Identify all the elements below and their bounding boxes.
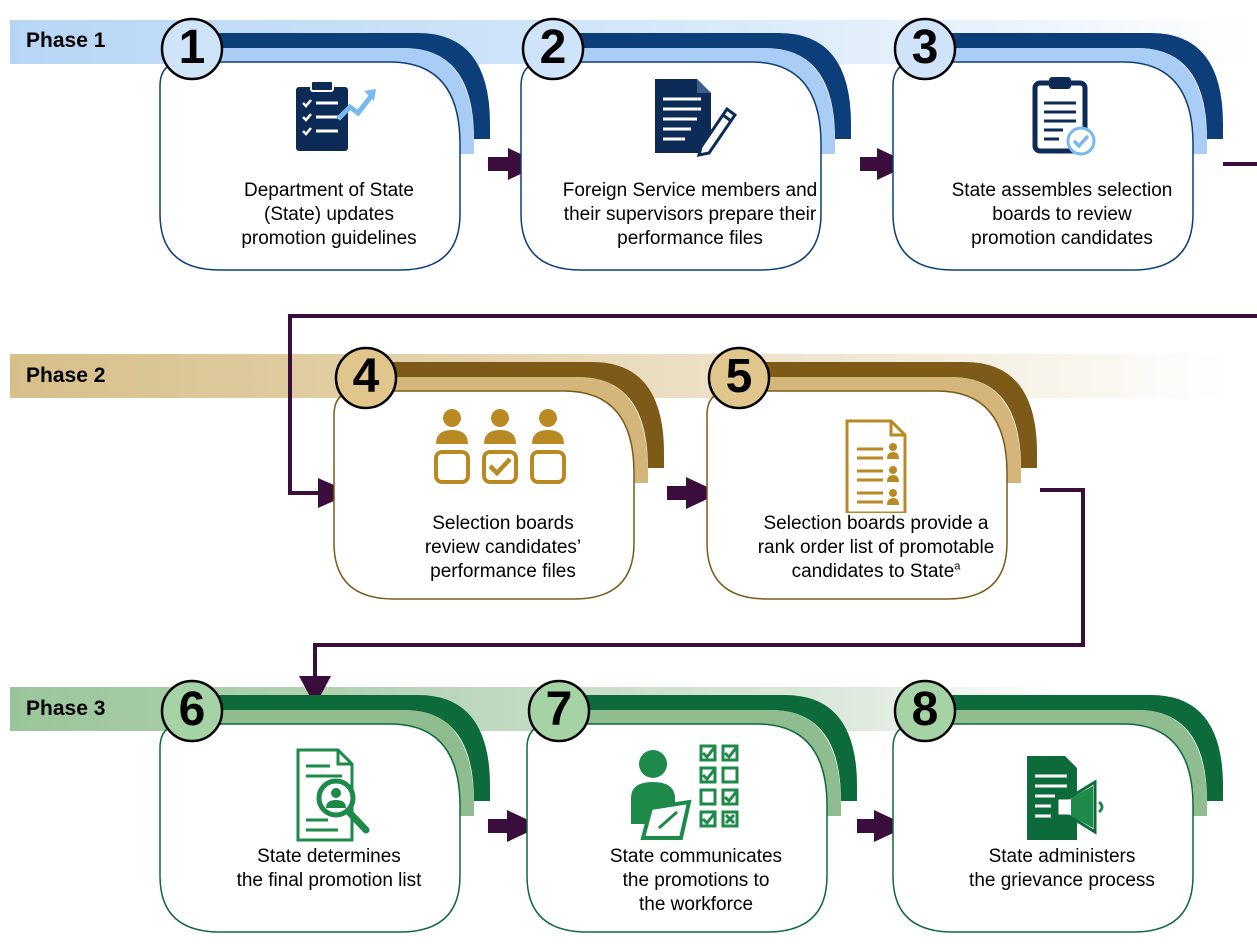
footnote-marker: a	[954, 560, 961, 573]
phase-2-label: Phase 2	[26, 364, 106, 387]
step-1-number: 1	[178, 21, 206, 74]
step-8-number: 8	[911, 683, 939, 736]
step-6-card: 6 State determines the final promotion l…	[159, 666, 498, 933]
step-5-number: 5	[725, 350, 753, 403]
document-megaphone-icon	[1027, 756, 1104, 840]
step-5-description: Selection boards provide a rank order li…	[757, 513, 995, 582]
connector-5-to-6	[299, 488, 1085, 706]
step-7-number: 7	[545, 683, 573, 736]
step-4-card: 4 Selection boards review candidates’ pe…	[333, 333, 672, 600]
step-2-number: 2	[539, 21, 567, 74]
step-8-card: 8 State administers the grievance proces…	[892, 666, 1231, 933]
document-pen-icon	[655, 79, 738, 157]
step-8-description: State administers the grievance process	[969, 846, 1155, 891]
step-1-card: 1 Department of State (State) updates pr…	[159, 4, 498, 271]
step-4-number: 4	[352, 350, 380, 403]
phase-3-label: Phase 3	[26, 697, 106, 720]
step-3-number: 3	[911, 21, 939, 74]
step-2-card: 2 Foreign Service members and their supe…	[520, 4, 859, 271]
step-7-description: State communicates the promotions to the…	[609, 846, 783, 915]
person-checklist-icon	[631, 744, 739, 840]
ranked-list-icon	[845, 419, 907, 513]
step-6-description: State determines the final promotion lis…	[236, 846, 422, 891]
people-review-icon	[434, 409, 566, 484]
arrow-7-to-8	[857, 810, 908, 842]
step-6-number: 6	[178, 683, 206, 736]
step-5-card: 5 Selection boards provide a rank order …	[706, 333, 1045, 600]
clipboard-check-icon	[1032, 77, 1096, 156]
step-7-card: 7 State communicates the promotions to t…	[526, 666, 865, 933]
step-4-description: Selection boards review candidates’ perf…	[424, 513, 582, 582]
document-search-icon	[296, 748, 370, 842]
step-3-card: 3 State assembles selection boards to re…	[892, 4, 1231, 271]
phase-1-label: Phase 1	[26, 29, 106, 52]
arrow-6-to-7	[488, 810, 541, 842]
step-3-description: State assembles selection boards to revi…	[951, 180, 1173, 249]
step-1-description: Department of State (State) updates prom…	[241, 180, 417, 249]
clipboard-trend-icon	[296, 80, 376, 151]
step-2-description: Foreign Service members and their superv…	[562, 180, 818, 249]
arrow-4-to-5	[667, 477, 720, 509]
